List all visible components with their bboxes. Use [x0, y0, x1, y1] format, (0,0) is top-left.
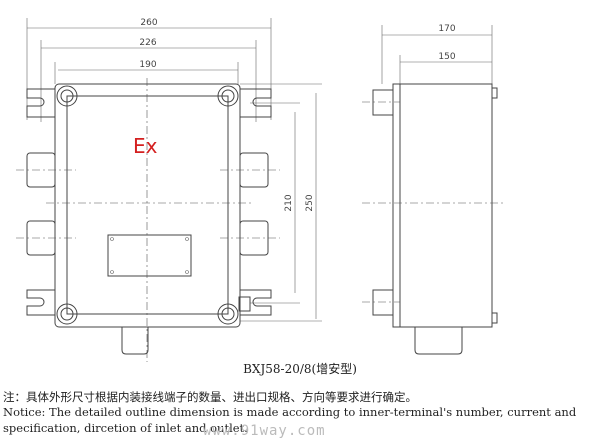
dimension-lines	[26, 18, 493, 322]
dim-250: 250	[305, 194, 315, 211]
note-english-line2: specification, dircetion of inlet and ou…	[3, 421, 248, 435]
ex-mark: Ex	[133, 134, 158, 158]
dim-150: 150	[438, 52, 455, 62]
dim-260: 260	[140, 18, 157, 28]
dimension-labels: 260 226 190 210 250 170 150	[139, 18, 455, 212]
dim-170: 170	[438, 24, 455, 34]
watermark: www.91way.com	[203, 423, 326, 439]
model-title: BXJ58-20/8(增安型)	[243, 362, 357, 376]
dim-210: 210	[284, 194, 294, 211]
dim-226: 226	[139, 38, 156, 48]
note-english-line1: Notice: The detailed outline dimension i…	[3, 405, 577, 419]
front-view: Ex	[16, 78, 280, 362]
note-chinese: 注：具体外形尺寸根据内装接线端子的数量、进出口规格、方向等要求进行确定。	[3, 390, 417, 404]
dim-190: 190	[139, 60, 156, 70]
side-view	[362, 83, 505, 355]
